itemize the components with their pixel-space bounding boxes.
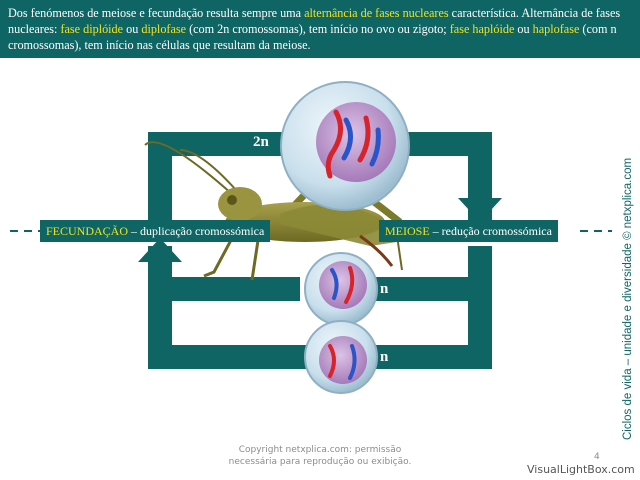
header-highlight-alternancia: alternância de fases nucleares — [304, 6, 449, 20]
header-text: ou — [514, 22, 533, 36]
header-highlight-fase-haploide: fase haplóide — [449, 22, 515, 36]
haploid-cycle-frame-upper-right — [372, 246, 492, 301]
meiose-description: – redução cromossómica — [429, 224, 552, 238]
haploid-cell-2 — [304, 320, 378, 394]
copyright-line-1: Copyright netxplica.com: permissão — [238, 445, 402, 455]
fecundacao-term: FECUNDAÇÃO — [46, 224, 129, 238]
diploid-cycle-frame-right — [390, 132, 492, 220]
header-text: característica. Alternância de fases nuc… — [8, 6, 621, 36]
header-text: Dos fenómenos de meiose e fecundação res… — [8, 6, 305, 20]
header-highlight-diplofase: diplofase — [141, 22, 187, 36]
meiose-label: MEIOSE – redução cromossómica — [379, 220, 558, 242]
haploid-cycle-frame-lower-right — [372, 301, 492, 369]
fecundacao-label: FECUNDAÇÃO – duplicação cromossómica — [40, 220, 271, 242]
header-text-block: Dos fenómenos de meiose e fecundação res… — [0, 0, 640, 58]
haploid-cycle-frame-upper — [148, 246, 300, 301]
meiose-term: MEIOSE — [385, 224, 430, 238]
arrow-down-to-meiose — [458, 198, 502, 222]
diploid-cycle-frame — [148, 132, 300, 220]
header-highlight-haplofase: haplofase — [532, 22, 580, 36]
fecundacao-description: – duplicação cromossómica — [128, 224, 265, 238]
page-number: 4 — [594, 452, 600, 462]
haploid-cell-1 — [304, 252, 378, 326]
side-caption: Ciclos de vida – unidade e diversidade ©… — [622, 157, 634, 440]
header-text: (com 2n cromossomas), tem início no ovo … — [186, 22, 450, 36]
haploid-n-label-1: n — [380, 281, 389, 297]
diploid-cell — [280, 81, 410, 211]
haploid-cycle-frame-lower — [148, 301, 310, 369]
copyright-notice: Copyright netxplica.com: permissão neces… — [215, 444, 425, 468]
header-highlight-fase-diploide: fase diplóide — [60, 22, 124, 36]
header-text: (com n cromossomas), tem início nas célu… — [8, 22, 617, 52]
copyright-line-2: necessária para reprodução ou exibição. — [228, 457, 412, 467]
header-text: ou — [123, 22, 142, 36]
watermark-text[interactable]: VisualLightBox.com — [527, 463, 635, 476]
arrow-up-to-fecundacao — [138, 238, 182, 262]
haploid-n-label-2: n — [380, 349, 389, 365]
diploid-2n-label: 2n — [253, 134, 269, 150]
life-cycle-diagram — [10, 81, 612, 394]
